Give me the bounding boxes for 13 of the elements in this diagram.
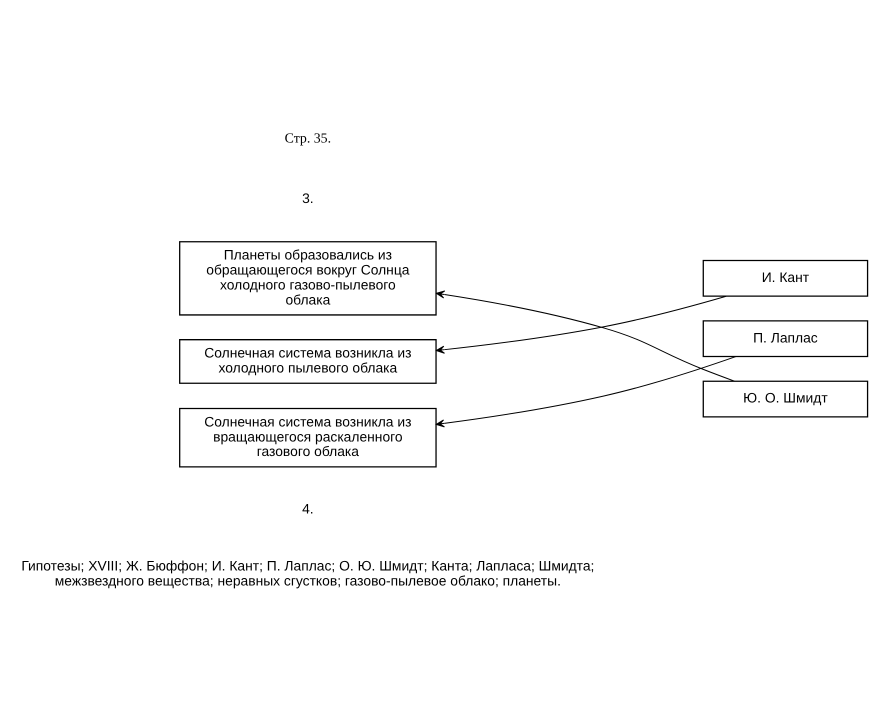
arrow — [436, 295, 727, 354]
node-box: Планеты образовались из обращающегося вокруг Солнца холодного газово-пылевого облака — [179, 240, 437, 316]
node-box: И. Кант — [702, 259, 868, 296]
arrow — [436, 290, 736, 382]
label: Стр. 35. — [284, 130, 332, 145]
node-box: Солнечная система возникла из холодного пылевого облака — [179, 338, 437, 384]
label: 4. — [302, 500, 314, 516]
label: 3. — [302, 189, 314, 206]
label: Гипотезы; XVIII; Ж. Бюффон; И. Кант; П. Лаплас; О. Ю. Шмидт; Канта; Лапласа; Шмидта; межзвездного вещества; неравных сгустков; газово-пылевое облако; планеты. — [21, 557, 594, 588]
node-box: Ю. О. Шмидт — [702, 380, 868, 418]
node-box: Солнечная система возникла из вращающегося раскаленного газового облака — [179, 407, 437, 468]
arrow — [436, 356, 736, 427]
node-box: П. Лаплас — [702, 320, 868, 357]
